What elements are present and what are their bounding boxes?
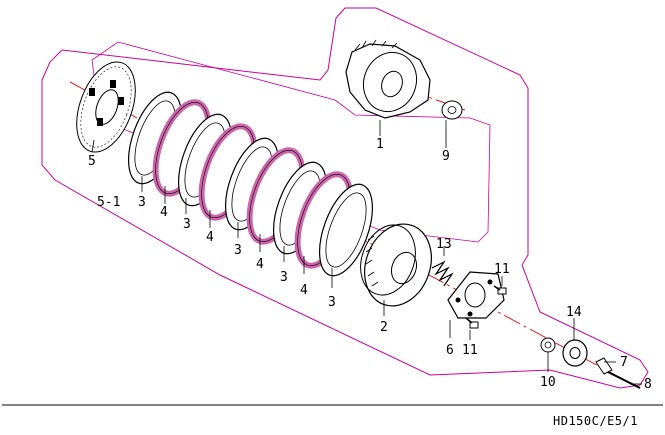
lifter-piece-7 bbox=[595, 357, 613, 375]
leader-lines bbox=[91, 120, 642, 385]
bolt-11-lower bbox=[465, 317, 479, 329]
callout-10: 10 bbox=[540, 375, 556, 390]
callout-2: 2 bbox=[380, 320, 388, 335]
callout-4b: 4 bbox=[206, 230, 214, 245]
callout-4d: 4 bbox=[300, 283, 308, 298]
callout-4c: 4 bbox=[256, 257, 264, 272]
callout-3e: 3 bbox=[328, 295, 336, 310]
callout-13: 13 bbox=[436, 237, 452, 252]
washer-10 bbox=[540, 337, 556, 353]
clutch-housing bbox=[345, 39, 431, 119]
callout-3c: 3 bbox=[234, 243, 242, 258]
bolt-11-upper bbox=[493, 285, 507, 295]
assembly-outline bbox=[41, 7, 649, 389]
callout-5-1: 5-1 bbox=[97, 195, 120, 210]
callout-4a: 4 bbox=[160, 205, 168, 220]
drawing-code: HD150C/E5/1 bbox=[553, 414, 638, 428]
callout-3b: 3 bbox=[183, 217, 191, 232]
bearing-14 bbox=[562, 339, 588, 367]
callout-11b: 11 bbox=[462, 343, 478, 358]
callout-6: 6 bbox=[446, 343, 454, 358]
callout-5: 5 bbox=[88, 154, 96, 169]
push-rod-8 bbox=[607, 371, 641, 389]
callout-7: 7 bbox=[620, 355, 628, 370]
callout-1: 1 bbox=[376, 137, 384, 152]
lifter-plate-6 bbox=[447, 271, 505, 319]
pressure-plate bbox=[76, 61, 136, 153]
washer-9 bbox=[441, 100, 463, 120]
callout-9: 9 bbox=[442, 149, 450, 164]
callout-8: 8 bbox=[644, 377, 652, 392]
callout-11a: 11 bbox=[494, 262, 510, 277]
callout-3d: 3 bbox=[280, 270, 288, 285]
callout-3a: 3 bbox=[138, 195, 146, 210]
plate-stack bbox=[128, 91, 373, 277]
spring-13 bbox=[431, 260, 454, 287]
callout-14: 14 bbox=[566, 305, 582, 320]
